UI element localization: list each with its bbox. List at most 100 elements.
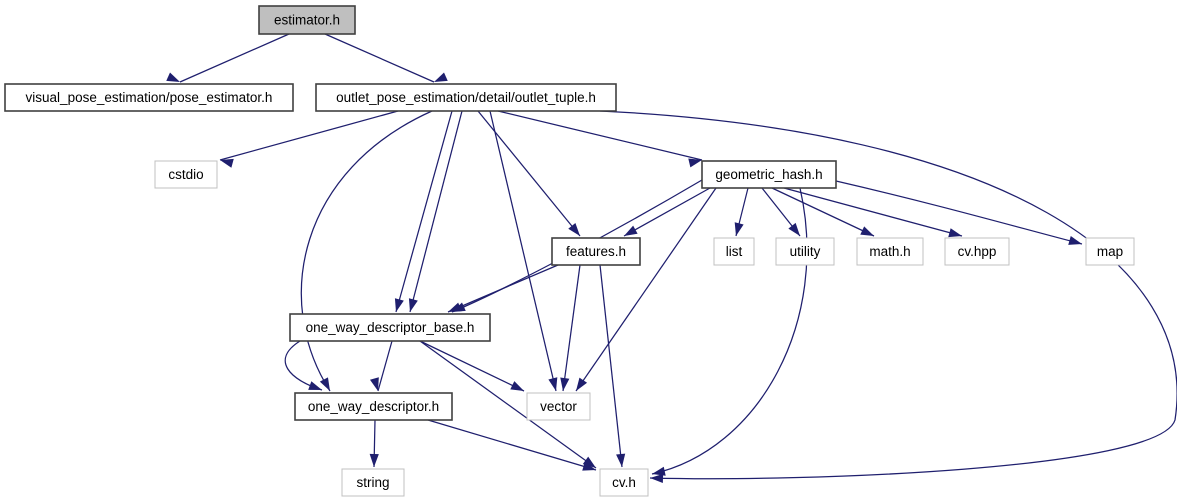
arrowhead: [688, 158, 702, 168]
node-box-utility[interactable]: [775, 237, 835, 266]
edge-outlet_tuple-to-features: [477, 110, 581, 237]
node-label-owd: one_way_descriptor.h: [308, 399, 439, 414]
node-owd_base[interactable]: one_way_descriptor_base.h: [289, 313, 491, 342]
edge-outlet_tuple-to-owd_base2: [395, 110, 453, 313]
node-label-cvhpp: cv.hpp: [958, 244, 997, 259]
node-label-features: features.h: [566, 244, 626, 259]
edge-owd-to-cvh: [427, 419, 597, 471]
edge-features-to-cvh: [599, 264, 623, 468]
node-label-owd_base: one_way_descriptor_base.h: [306, 320, 475, 335]
node-outlet_tuple[interactable]: outlet_pose_estimation/detail/outlet_tup…: [315, 83, 617, 112]
node-box-list[interactable]: [713, 237, 755, 266]
arrowhead: [582, 461, 596, 471]
arrowhead: [560, 377, 570, 391]
arrowhead: [220, 158, 234, 168]
edge-layer: [179, 33, 1177, 480]
node-label-cvh: cv.h: [612, 475, 636, 490]
edge-geometric_hash-to-map: [835, 180, 1083, 245]
arrowhead: [576, 377, 588, 391]
arrowhead: [408, 298, 418, 312]
arrowhead: [860, 226, 874, 236]
node-features[interactable]: features.h: [551, 237, 641, 266]
node-layer: estimator.h visual_pose_estimation/pose_e…: [4, 5, 1135, 497]
node-owd[interactable]: one_way_descriptor.h: [294, 392, 453, 421]
node-box-owd[interactable]: [294, 392, 453, 421]
node-utility[interactable]: utility: [775, 237, 835, 266]
node-label-math: math.h: [869, 244, 910, 259]
node-map[interactable]: map: [1085, 237, 1135, 266]
edge-estimator-to-pose_estimator: [179, 33, 290, 83]
node-label-string: string: [356, 475, 389, 490]
node-label-outlet_tuple: outlet_pose_estimation/detail/outlet_tup…: [336, 90, 596, 105]
edge-owd_base-to-cvh: [419, 340, 597, 469]
node-pose_estimator[interactable]: visual_pose_estimation/pose_estimator.h: [4, 83, 294, 112]
node-label-vector: vector: [540, 399, 577, 414]
node-box-owd_base[interactable]: [289, 313, 491, 342]
arrowhead: [582, 456, 596, 468]
arrowhead: [166, 72, 180, 82]
edge-geometric_hash-to-vector: [575, 187, 717, 392]
node-label-list: list: [726, 244, 743, 259]
arrowhead: [788, 222, 800, 236]
node-box-map[interactable]: [1085, 237, 1135, 266]
node-label-utility: utility: [790, 244, 821, 259]
edge-estimator-to-outlet_tuple: [324, 33, 435, 83]
edge-geometric_hash-to-math: [771, 187, 875, 237]
node-box-geometric_hash[interactable]: [701, 160, 837, 189]
node-label-cstdio: cstdio: [168, 167, 203, 182]
arrowhead: [616, 453, 626, 467]
arrowhead: [548, 377, 558, 391]
node-box-outlet_tuple[interactable]: [315, 83, 617, 112]
arrowhead: [369, 377, 379, 391]
node-box-math[interactable]: [856, 237, 924, 266]
edge-owd_base-to-vector: [419, 340, 525, 392]
arrowhead: [448, 302, 462, 312]
node-geometric_hash[interactable]: geometric_hash.h: [701, 160, 837, 189]
node-string[interactable]: string: [341, 468, 405, 497]
arrowhead: [319, 377, 330, 391]
node-box-pose_estimator[interactable]: [4, 83, 294, 112]
node-vector[interactable]: vector: [526, 392, 591, 421]
node-box-estimator[interactable]: [258, 5, 356, 35]
node-box-cvhpp[interactable]: [944, 237, 1010, 266]
node-cvhpp[interactable]: cv.hpp: [944, 237, 1010, 266]
arrowhead: [734, 222, 744, 236]
arrowhead-layer: [166, 72, 1082, 484]
arrowhead: [652, 466, 666, 476]
arrowhead: [1068, 235, 1082, 245]
arrowhead: [948, 228, 962, 238]
edge-outlet_tuple-to-cvh: [599, 110, 1177, 480]
arrowhead: [434, 72, 448, 82]
node-cvh[interactable]: cv.h: [599, 468, 649, 497]
node-label-geometric_hash: geometric_hash.h: [715, 167, 822, 182]
node-list[interactable]: list: [713, 237, 755, 266]
edge-geometric_hash-to-cvhpp: [783, 187, 963, 237]
node-box-string[interactable]: [341, 468, 405, 497]
arrowhead: [369, 453, 379, 467]
arrowhead: [624, 225, 638, 236]
edge-features-to-vector: [562, 264, 581, 392]
arrowhead: [510, 381, 524, 391]
node-label-map: map: [1097, 244, 1123, 259]
edge-outlet_tuple-to-geometric_hash: [497, 110, 703, 161]
node-label-estimator: estimator.h: [274, 13, 340, 28]
edge-geometric_hash-to-features: [623, 187, 711, 237]
arrowhead: [394, 298, 404, 312]
node-box-cstdio[interactable]: [154, 160, 218, 189]
edge-outlet_tuple-to-owd: [300, 110, 433, 392]
arrowhead: [650, 473, 664, 484]
node-estimator[interactable]: estimator.h: [258, 5, 356, 35]
node-cstdio[interactable]: cstdio: [154, 160, 218, 189]
node-math[interactable]: math.h: [856, 237, 924, 266]
node-label-pose_estimator: visual_pose_estimation/pose_estimator.h: [26, 90, 273, 105]
edge-outlet_tuple-to-owd_base: [409, 110, 463, 313]
edge-outlet_tuple-to-cstdio: [219, 110, 399, 161]
node-box-vector[interactable]: [526, 392, 591, 421]
node-box-cvh[interactable]: [599, 468, 649, 497]
arrowhead: [568, 223, 580, 236]
node-box-features[interactable]: [551, 237, 641, 266]
edge-geometric_hash-to-cvh: [651, 187, 808, 475]
edge-outlet_tuple-to-vector: [489, 110, 557, 392]
